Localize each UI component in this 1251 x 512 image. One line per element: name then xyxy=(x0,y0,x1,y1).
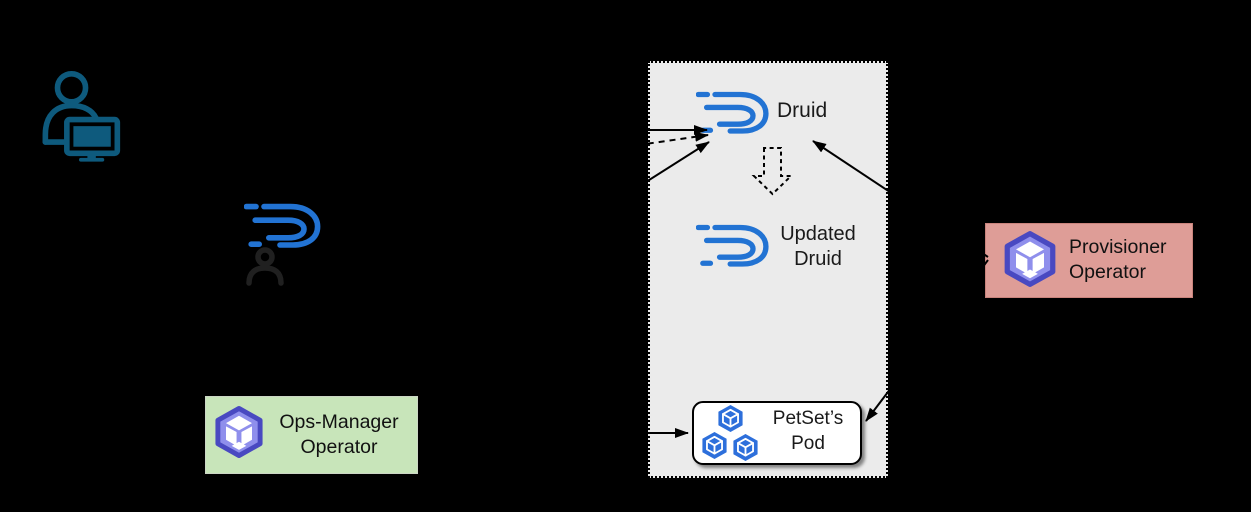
ops-manager-operator-cube-icon xyxy=(213,404,265,460)
updated-druid-logo-icon xyxy=(696,218,772,272)
druid-cr-person-icon xyxy=(244,247,286,287)
updated-druid-label: Updated Druid xyxy=(780,223,856,270)
pod-cubes-icon xyxy=(701,404,759,462)
petset-pod-label: PetSet’s Pod xyxy=(772,408,844,454)
druid-cr-logo-icon xyxy=(244,196,324,254)
arrow-cr-to-opsmanager xyxy=(281,333,302,393)
druid-logo-icon xyxy=(696,85,772,139)
user-at-computer-icon xyxy=(36,66,122,162)
provisioner-operator-cube-icon xyxy=(1002,229,1058,289)
druid-label: Druid xyxy=(777,99,828,122)
ops-manager-operator-label: Ops-Manager Operator xyxy=(279,411,399,459)
provisioner-operator-label: Provisioner Operator xyxy=(1069,236,1167,284)
